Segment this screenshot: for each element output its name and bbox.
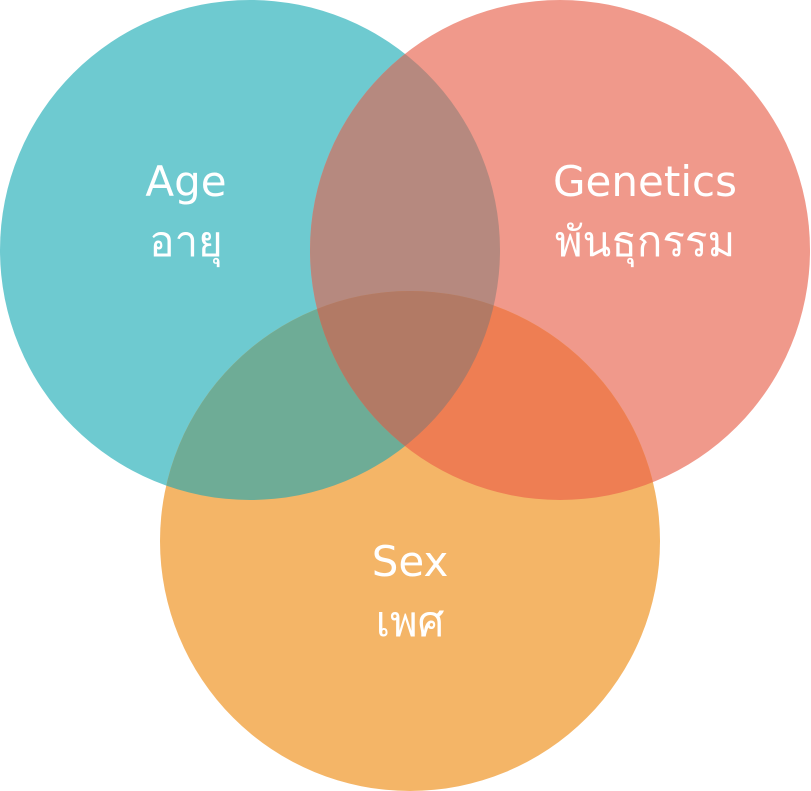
age-label-en: Age [145,157,226,206]
sex-label-en: Sex [372,537,449,586]
genetics-label-en: Genetics [553,157,737,206]
age-sex-overlap [160,291,500,500]
age-label-th: อายุ [149,217,222,268]
genetics-label-th: พันธุกรรม [555,217,735,268]
sex-label-th: เพศ [376,597,445,646]
genetics-sex-overlap [310,291,660,500]
